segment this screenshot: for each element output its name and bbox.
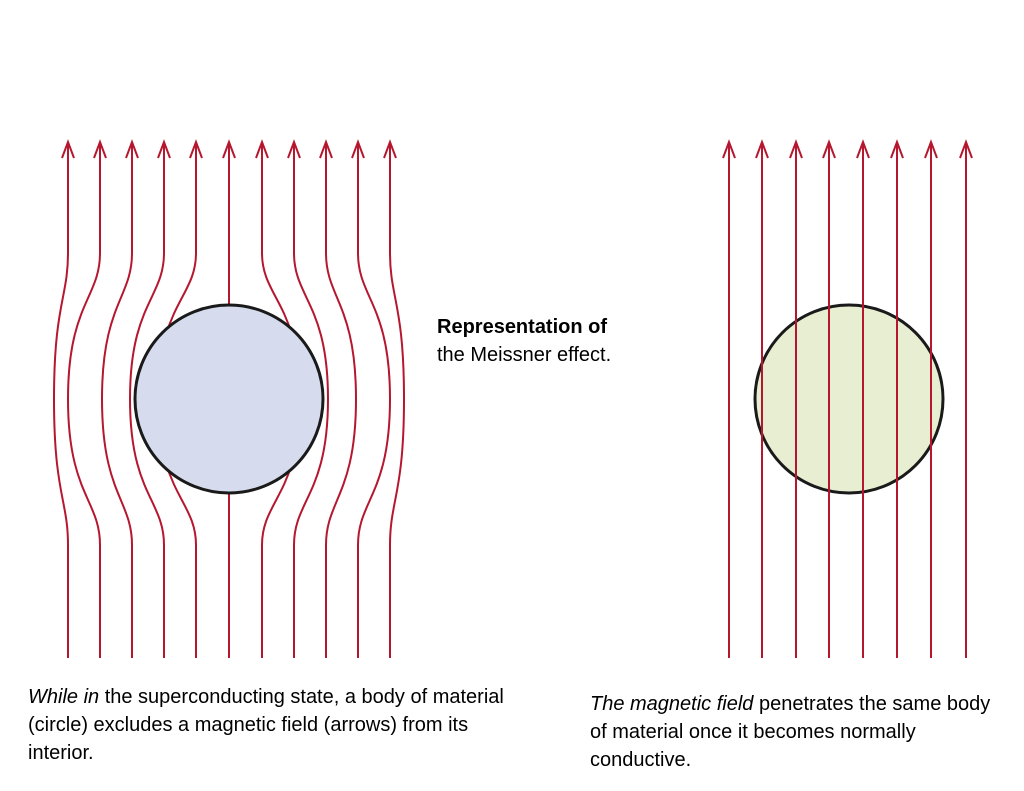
field-line [325,142,358,658]
field-line-arrowhead [722,139,736,159]
normal-state-caption: The magnetic field penetrates the same b… [590,690,1010,774]
normal-state-caption-lead: The magnetic field [590,693,754,715]
field-line [66,142,101,658]
field-line-arrowhead [959,139,973,159]
field-line [389,142,406,658]
field-line-arrowhead [789,139,803,159]
field-line [100,142,133,658]
field-line [357,142,392,658]
field-line-arrowhead [755,139,769,159]
superconducting-panel [52,139,406,658]
superconducting-caption-lead: While in [28,686,100,708]
field-line-arrowhead [319,139,333,159]
field-line [293,142,330,658]
field-line-arrowhead [93,139,107,159]
superconducting-caption-text: the superconducting state, a body of mat… [28,686,504,764]
normal-state-panel [722,139,973,658]
field-line-arrowhead [890,139,904,159]
superconducting-body [133,303,325,495]
superconducting-caption: While in the superconducting state, a bo… [28,683,508,767]
field-line-arrowhead [222,139,236,159]
field-line-arrowhead [61,139,75,159]
field-line-arrowhead [924,139,938,159]
field-line-arrowhead [157,139,171,159]
field-line-arrowhead [383,139,397,159]
field-line-arrowhead [822,139,836,159]
field-lines-penetrating [722,139,973,658]
field-line-arrowhead [856,139,870,159]
field-line-arrowhead [125,139,139,159]
field-line [52,142,69,658]
title-heading: Representation of [437,316,608,338]
diagram-title: Representation of the Meissner effect. [437,313,677,369]
normal-conductor-body [753,303,945,495]
field-line-arrowhead [351,139,365,159]
normal-state-caption-text: penetrates the same body of material onc… [590,693,991,771]
field-line-arrowhead [189,139,203,159]
field-line-arrowhead [287,139,301,159]
field-line [128,142,165,658]
field-line-arrowhead [255,139,269,159]
title-subtext: the Meissner effect. [437,344,612,366]
